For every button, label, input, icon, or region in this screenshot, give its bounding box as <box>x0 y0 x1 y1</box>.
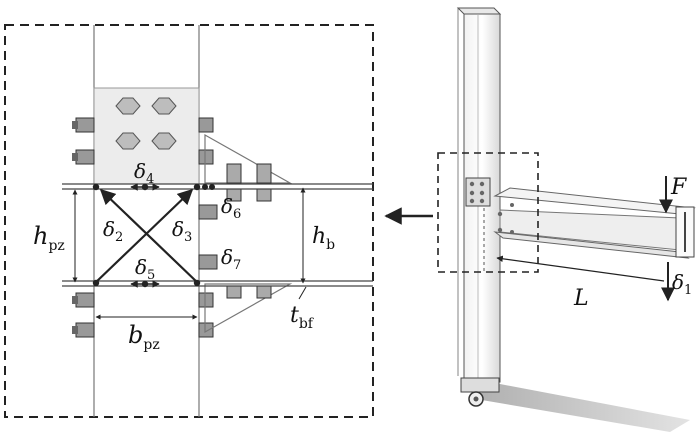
bolt-head <box>115 97 141 115</box>
base-pin-hole <box>473 396 479 402</box>
flange-bolt <box>256 285 272 299</box>
column-top-cap <box>456 7 502 15</box>
length-dimension <box>496 255 665 282</box>
side-bolt <box>198 117 214 133</box>
diagonal-sensor-3 <box>99 188 200 285</box>
side-bolt <box>75 322 95 338</box>
label-delta4: δ4 <box>134 159 154 187</box>
detail-frame <box>4 24 374 418</box>
bottom-stiffener <box>204 283 293 334</box>
side-bolt <box>75 292 95 308</box>
label-hb: hb <box>312 224 335 253</box>
tbf-leader <box>298 286 307 300</box>
end-plate <box>93 87 200 185</box>
label-delta7: δ7 <box>221 245 241 273</box>
beam-bottom-flange-3d <box>493 231 690 259</box>
label-delta5: δ5 <box>135 255 155 283</box>
side-bolt <box>75 149 95 165</box>
side-bolt <box>198 204 218 220</box>
label-tbf: tbf <box>290 303 315 332</box>
detail-region-frame <box>437 152 539 273</box>
side-bolt <box>75 117 95 133</box>
label-delta6: δ6 <box>221 194 241 222</box>
bolt-head <box>151 97 177 115</box>
label-hpz: hpz <box>33 222 65 254</box>
column-base <box>460 377 500 393</box>
top-stiffener <box>204 133 293 184</box>
beam-top-face <box>493 187 696 215</box>
ground-shadow <box>470 384 690 432</box>
diagonal-sensor-2 <box>93 188 194 285</box>
side-bolt <box>72 153 78 161</box>
flange-bolt <box>226 163 242 184</box>
side-bolt <box>72 121 78 129</box>
detail-view: δ4 δ2 δ3 δ6 δ7 δ5 hpz hb bpz tbf <box>4 24 374 418</box>
label-delta2: δ2 <box>103 217 123 245</box>
side-bolt <box>198 149 214 165</box>
label-L: L <box>573 286 589 311</box>
label-delta3: δ3 <box>172 217 192 245</box>
overview-3d: F L δ1 <box>437 7 696 432</box>
flange-bolt <box>256 188 272 202</box>
connection-bolts <box>469 181 514 234</box>
flange-bolt <box>226 285 242 299</box>
side-bolt <box>198 254 218 270</box>
label-delta1: δ1 <box>672 270 692 298</box>
flange-bolt <box>256 163 272 184</box>
side-bolt <box>72 296 78 304</box>
label-F: F <box>670 175 687 200</box>
side-bolt <box>72 326 78 334</box>
connection-plate <box>465 177 491 207</box>
bolt-head <box>115 132 141 150</box>
bolt-head <box>151 132 177 150</box>
side-bolt <box>198 322 214 338</box>
label-bpz: bpz <box>128 321 160 353</box>
side-bolt <box>198 292 214 308</box>
